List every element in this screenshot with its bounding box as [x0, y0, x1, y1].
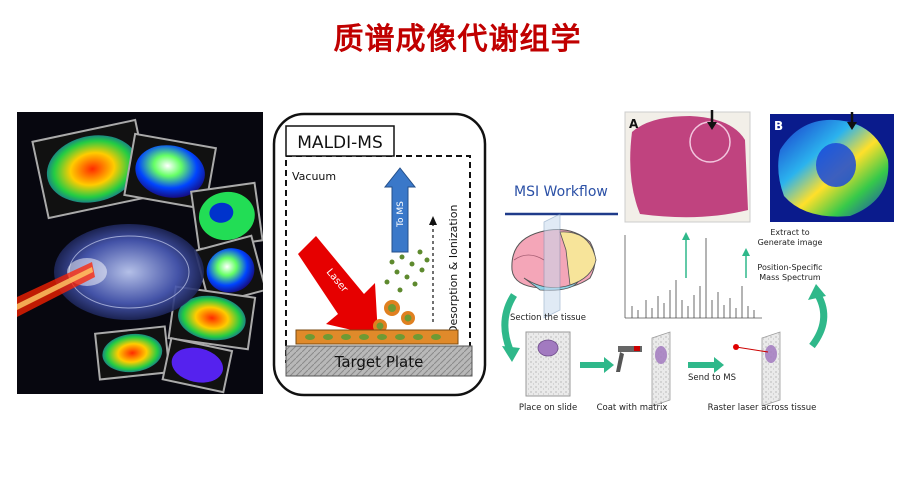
laser-spot-icon	[733, 344, 739, 350]
brain-collage-graphic	[17, 112, 263, 394]
extract-label-2: Generate image	[758, 238, 823, 247]
curve-arrow-right	[809, 293, 828, 349]
position-specific-label-1: Position-Specific	[757, 263, 822, 272]
vacuum-label: Vacuum	[292, 170, 336, 183]
place-label: Place on slide	[519, 403, 577, 413]
page-title: 质谱成像代谢组学	[333, 22, 582, 57]
maldi-title-box	[285, 125, 395, 157]
to-ms-arrow	[383, 167, 417, 253]
image-a-label: A	[629, 117, 639, 131]
mass-spectrum	[624, 235, 762, 319]
sprayer-icon	[616, 346, 642, 372]
he-stained-section	[630, 116, 748, 218]
brain-imaging-collage	[17, 112, 263, 394]
desorption-label: Desorption & Ionization	[447, 205, 460, 334]
maldi-outer-frame	[272, 112, 487, 397]
maldi-title: MALDI-MS	[297, 133, 382, 153]
arrow-send-to-ms	[688, 357, 724, 373]
image-a-marker-icon	[707, 122, 717, 130]
to-ms-label: To MS	[396, 201, 406, 228]
target-plate	[285, 345, 473, 377]
desorption-arrow-head	[429, 216, 437, 225]
laser-arrow	[298, 236, 378, 336]
image-b-marker-icon	[847, 122, 857, 130]
ion-clusters	[384, 249, 430, 293]
target-plate-label: Target Plate	[334, 353, 424, 371]
msi-workflow-diagram: MSI Workflow A B Extract to Generate ima…	[500, 110, 910, 420]
sample-spots	[305, 334, 441, 340]
raster-label: Raster laser across tissue	[708, 403, 817, 413]
position-specific-label-2: Mass Spectrum	[759, 273, 821, 282]
extract-label-1: Extract to	[770, 228, 809, 237]
brain-icon	[511, 213, 597, 319]
arrow-to-coat	[580, 357, 614, 373]
send-label: Send to MS	[688, 373, 736, 383]
workflow-title: MSI Workflow	[514, 184, 608, 200]
section-plane	[543, 213, 561, 319]
raster-slide	[761, 331, 781, 407]
coat-label: Coat with matrix	[597, 403, 668, 413]
curve-arrow-left	[501, 293, 518, 352]
image-b-label: B	[774, 119, 783, 133]
section-label: Section the tissue	[510, 313, 586, 323]
maldi-ms-diagram: MALDI-MS Vacuum To MS Desorption & Ioniz…	[272, 112, 487, 397]
coated-slide	[651, 331, 671, 407]
